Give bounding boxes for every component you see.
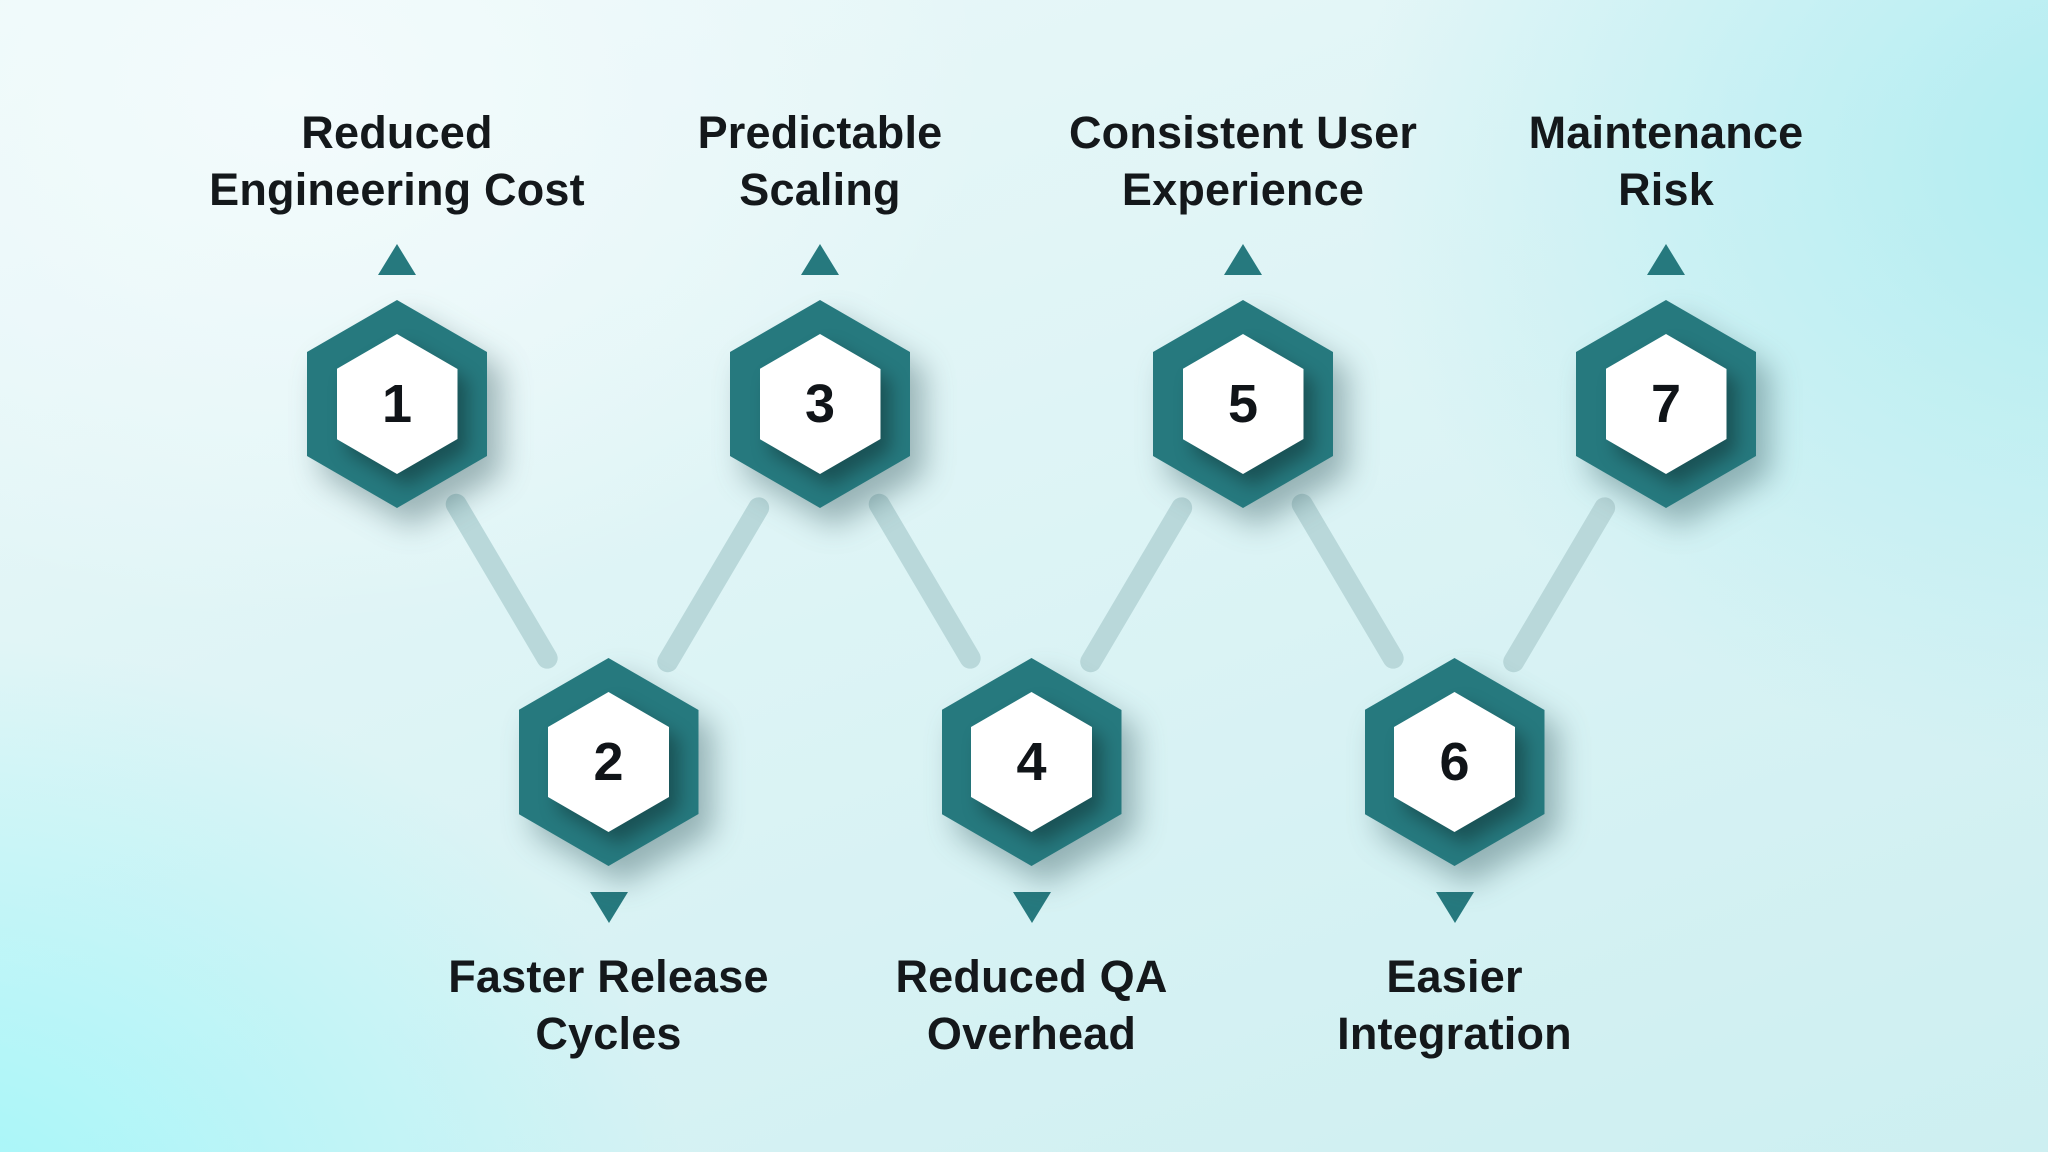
step-number: 4 — [1016, 732, 1047, 792]
step-label-line: Integration — [1337, 1008, 1572, 1059]
step-number: 7 — [1650, 374, 1682, 434]
hexagon-face: 1 — [336, 334, 458, 474]
step-label-line: Scaling — [739, 164, 901, 215]
hexagon-badge: 4 — [941, 658, 1122, 866]
step-label: Reduced QA Overhead — [802, 948, 1262, 1062]
hexagon-badge: 7 — [1576, 300, 1756, 508]
connector-line — [657, 497, 770, 673]
arrow-up-icon — [801, 244, 839, 275]
connector-line — [1080, 497, 1193, 673]
hexagon-face-shadow: 5 — [1153, 300, 1333, 508]
hexagon-ring: 7 — [1576, 300, 1756, 508]
hexagon-badge: 6 — [1364, 658, 1545, 866]
step-number: 1 — [381, 374, 413, 434]
hexagon-face-shadow: 3 — [730, 300, 910, 508]
step-label-line: Reduced QA — [895, 951, 1168, 1002]
arrow-down-icon — [1435, 892, 1474, 923]
hexagon-face-shadow: 4 — [942, 658, 1122, 866]
hexagon-ring: 6 — [1364, 658, 1545, 866]
connector-line — [445, 493, 558, 669]
hexagon-face-shadow: 6 — [1365, 658, 1545, 866]
connector-line — [1503, 497, 1616, 673]
step-label-line: Maintenance — [1528, 107, 1804, 158]
step-label-line: Easier — [1386, 951, 1523, 1002]
hexagon-ring: 1 — [307, 300, 487, 508]
connector-line — [1291, 493, 1404, 669]
step-label-line: Predictable — [697, 107, 943, 158]
step-label-line: Risk — [1618, 164, 1714, 215]
connector-line — [868, 493, 981, 669]
arrow-up-icon — [1647, 244, 1685, 275]
hexagon-face-shadow: 7 — [1576, 300, 1756, 508]
arrow-up-icon — [1224, 244, 1262, 275]
hexagon-ring: 2 — [518, 658, 699, 866]
step-label-line: Cycles — [535, 1008, 682, 1059]
step-label-line: Engineering Cost — [209, 164, 585, 215]
hexagon-badge: 3 — [730, 300, 910, 508]
hexagon-face: 7 — [1605, 334, 1727, 474]
step-number: 2 — [593, 732, 624, 792]
arrow-down-icon — [1012, 892, 1051, 923]
hexagon-face-shadow: 2 — [519, 658, 699, 866]
hexagon-ring: 4 — [941, 658, 1122, 866]
hexagon-badge: 2 — [518, 658, 699, 866]
hexagon-face: 3 — [759, 334, 881, 474]
step-4: Reduced QA Overhead 4 — [802, 0, 1262, 1152]
step-label-line: Overhead — [926, 1008, 1137, 1059]
step-number: 5 — [1227, 374, 1259, 434]
step-number: 3 — [804, 374, 836, 434]
step-label-line: Consistent User — [1068, 107, 1418, 158]
step-number: 6 — [1439, 732, 1470, 792]
hexagon-badge: 1 — [307, 300, 487, 508]
arrow-up-icon — [378, 244, 416, 275]
step-label-line: Faster Release — [448, 951, 769, 1002]
hexagon-badge: 5 — [1153, 300, 1333, 508]
step-label-line: Reduced — [301, 107, 493, 158]
arrow-down-icon — [589, 892, 628, 923]
hexagon-face-shadow: 1 — [307, 300, 487, 508]
step-label-line: Experience — [1121, 164, 1365, 215]
